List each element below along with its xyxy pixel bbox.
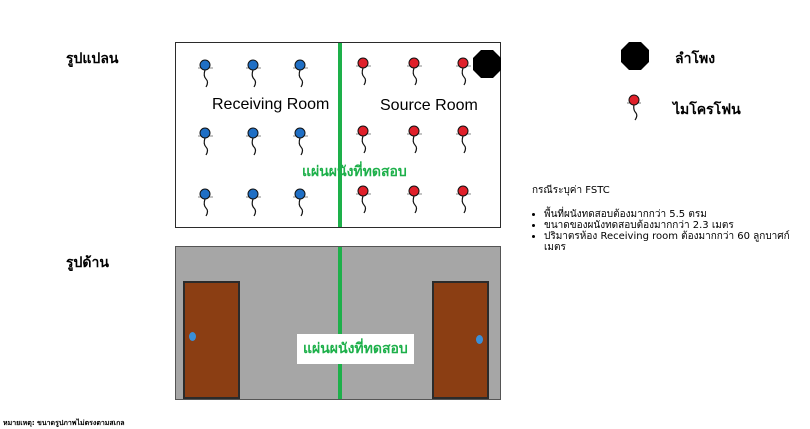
- scale-footnote: หมายเหตุ: ขนาดรูปภาพไม่ตรงตามสเกล: [3, 419, 125, 427]
- microphone-icon: [456, 57, 471, 86]
- elevation-view: แผ่นผนังที่ทดสอบ: [175, 246, 501, 400]
- microphone-icon: [293, 188, 308, 217]
- left-door: [183, 281, 240, 399]
- right-door: [432, 281, 489, 399]
- microphone-icon: [293, 127, 308, 156]
- microphone-icon: [246, 127, 261, 156]
- fstc-notes: กรณีระบุค่า FSTC พื้นที่ผนังทดสอบต้องมาก…: [532, 185, 802, 253]
- microphone-icon: [407, 57, 422, 86]
- microphone-icon: [407, 125, 422, 154]
- microphone-icon: [198, 188, 213, 217]
- fstc-item: ขนาดของผนังทดสอบต้องมากกว่า 2.3 เมตร: [544, 220, 802, 231]
- microphone-icon: [356, 185, 371, 214]
- microphone-icon: [246, 188, 261, 217]
- elevation-wall-label: แผ่นผนังที่ทดสอบ: [297, 334, 414, 364]
- elevation-title: รูปด้าน: [66, 255, 109, 271]
- speaker-icon: [473, 50, 501, 78]
- microphone-icon: [356, 125, 371, 154]
- right-door-knob: [476, 335, 483, 344]
- microphone-icon: [293, 59, 308, 88]
- left-door-knob: [189, 332, 196, 341]
- plan-wall-label: แผ่นผนังที่ทดสอบ: [302, 164, 407, 180]
- fstc-list: พื้นที่ผนังทดสอบต้องมากกว่า 5.5 ตรม ขนาด…: [532, 209, 802, 253]
- source-room-label: Source Room: [380, 97, 478, 114]
- microphone-icon: [407, 185, 422, 214]
- legend-microphone-label: ไมโครโฟน: [673, 102, 741, 118]
- elevation-test-wall: [338, 247, 342, 399]
- fstc-item: พื้นที่ผนังทดสอบต้องมากกว่า 5.5 ตรม: [544, 209, 802, 220]
- microphone-icon: [456, 185, 471, 214]
- receiving-room-label: Receiving Room: [212, 96, 330, 113]
- microphone-icon: [246, 59, 261, 88]
- plan-title: รูปแปลน: [66, 51, 119, 67]
- microphone-icon: [198, 127, 213, 156]
- plan-view: Receiving Room Source Room แผ่นผนังที่ทด…: [175, 42, 501, 228]
- fstc-item: ปริมาตรห้อง Receiving room ต้องมากกว่า 6…: [544, 231, 802, 253]
- fstc-heading: กรณีระบุค่า FSTC: [532, 185, 610, 196]
- microphone-icon: [356, 57, 371, 86]
- legend-microphone-icon: [627, 94, 641, 121]
- legend-speaker-label: ลำโพง: [675, 51, 716, 67]
- microphone-icon: [198, 59, 213, 88]
- microphone-icon: [456, 125, 471, 154]
- legend-speaker-icon: [621, 42, 649, 70]
- plan-test-wall: [338, 43, 342, 227]
